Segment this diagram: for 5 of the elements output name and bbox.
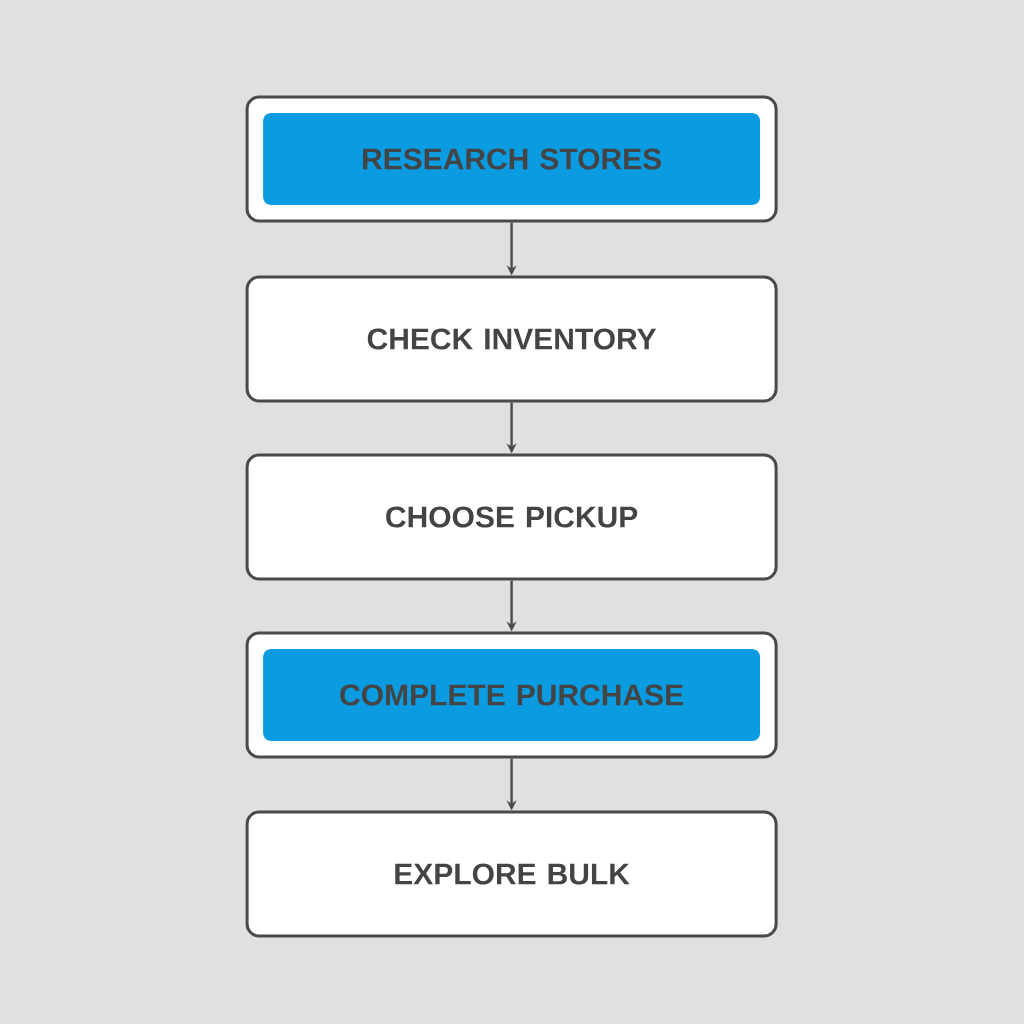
highlighted-process-box: COMPLETE PURCHASE — [245, 631, 778, 759]
process-box: CHOOSE PICKUP — [245, 453, 778, 581]
process-box: EXPLORE BULK — [245, 810, 778, 938]
process-box: CHECK INVENTORY — [245, 275, 778, 403]
highlighted-process-box: RESEARCH STORES — [245, 95, 778, 223]
